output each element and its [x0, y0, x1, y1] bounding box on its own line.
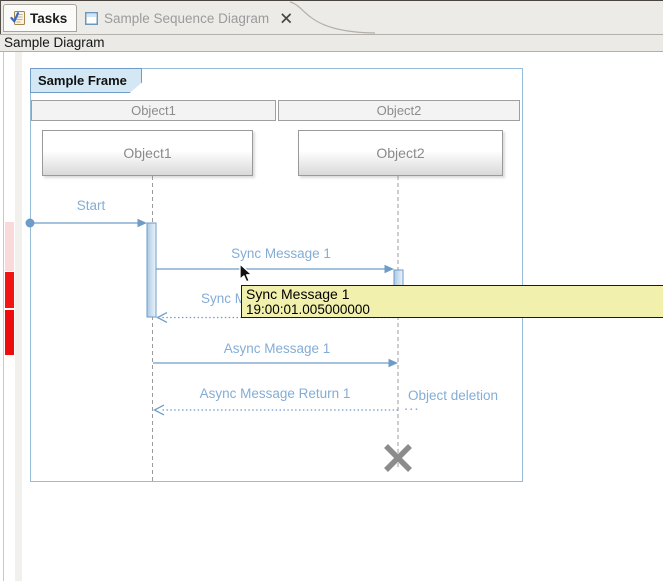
lifeline-head-object1[interactable]: Object1 — [42, 130, 253, 176]
message-async1-label[interactable]: Async Message 1 — [223, 341, 331, 356]
tab-label: Sample Sequence Diagram — [104, 10, 270, 26]
column-header-object2[interactable]: Object2 — [278, 100, 520, 121]
gutter-band — [15, 52, 22, 581]
gutter-line — [3, 52, 4, 581]
view-title: Sample Diagram — [4, 35, 105, 50]
time-compression-segment-red-1[interactable] — [5, 272, 14, 308]
message-start-label[interactable]: Start — [76, 198, 106, 213]
message-async-return1-label[interactable]: Async Message Return 1 — [199, 386, 351, 401]
time-compression-segment-red-2[interactable] — [5, 310, 14, 355]
sequence-frame — [30, 68, 523, 482]
editor-tab-bar — [0, 1, 663, 34]
frame-title: Sample Frame — [30, 68, 142, 93]
close-icon[interactable] — [280, 12, 293, 25]
window-left-border — [0, 0, 1, 35]
view-header: Sample Diagram — [0, 35, 663, 51]
tab-label: Tasks — [30, 10, 68, 26]
tab-curve — [289, 1, 376, 34]
message-sync1-label[interactable]: Sync Message 1 — [231, 246, 331, 261]
sequence-diagram-icon — [85, 11, 98, 25]
object-deletion-label[interactable]: Object deletion — [408, 388, 499, 403]
window-top-border — [0, 0, 663, 1]
lifeline-head-object2[interactable]: Object2 — [298, 130, 503, 176]
tooltip-title: Sync Message 1 — [246, 286, 350, 302]
tab-bar-bottom-line — [0, 34, 663, 35]
tab-tasks[interactable]: Tasks — [3, 4, 77, 32]
tooltip-timestamp: 19:00:01.005000000 — [246, 302, 370, 317]
column-header-object1[interactable]: Object1 — [31, 100, 276, 121]
tab-sample-sequence-diagram[interactable]: Sample Sequence Diagram — [79, 4, 293, 32]
tasks-icon — [10, 11, 25, 25]
mouse-cursor-icon — [239, 263, 253, 283]
ellipsis-label: ... — [404, 397, 420, 414]
view-header-line — [0, 51, 663, 52]
time-compression-segment-light[interactable] — [5, 222, 14, 271]
message-tooltip: Sync Message 1 19:00:01.005000000 — [241, 285, 663, 318]
